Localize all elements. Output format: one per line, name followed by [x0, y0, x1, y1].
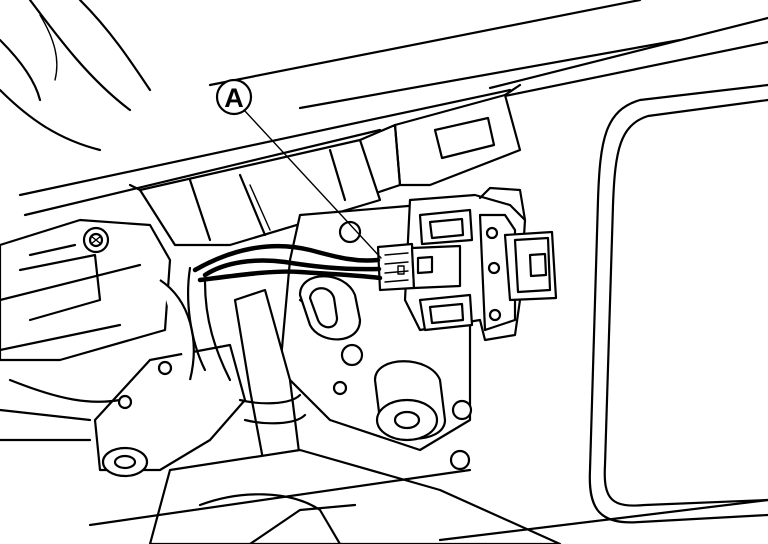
pivot-boss [373, 360, 447, 442]
right-trim-panel [438, 83, 768, 542]
callout-a: A [215, 78, 382, 259]
callout-a-label: A [224, 83, 244, 113]
callout-a-leader-line [243, 109, 382, 259]
steering-column-housing [128, 138, 382, 247]
dashboard-lower-edge [18, 0, 768, 217]
slotted-hole [298, 275, 362, 341]
callout-a-circle [215, 78, 253, 116]
pedal-arm [0, 343, 247, 478]
pedal-shaft [159, 279, 307, 472]
bolt [82, 226, 110, 254]
lower-floor-panel [88, 448, 562, 544]
wiring-harness [187, 243, 383, 382]
upper-trim-panel [0, 0, 152, 152]
pedal-switch-assembly [403, 186, 558, 342]
left-mounting-panel [0, 218, 172, 362]
upper-bracket [358, 83, 522, 197]
harness-connector [376, 242, 462, 292]
